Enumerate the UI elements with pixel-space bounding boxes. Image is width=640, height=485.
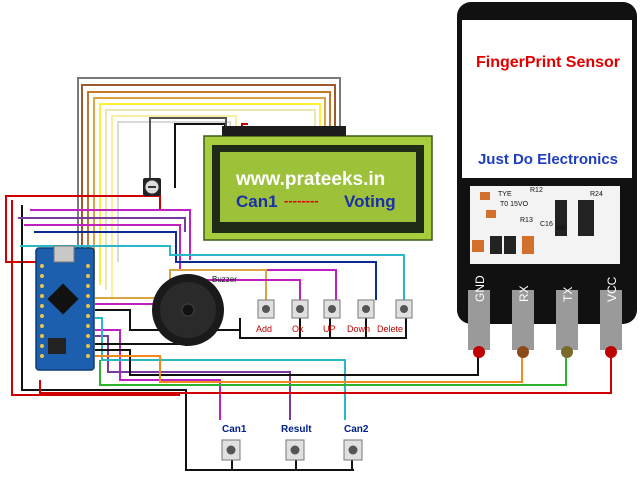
lcd-line-2-right: Voting <box>344 192 396 211</box>
wire-cyan-top <box>20 245 405 300</box>
wire-lcd-3 <box>87 91 331 275</box>
chip-label-r24: R24 <box>590 191 603 198</box>
chip-label-c16: C16 <box>540 221 553 228</box>
wire-purple-1 <box>18 217 186 232</box>
pin-dot-vcc <box>605 346 617 358</box>
button-add[interactable]: Add <box>256 299 275 334</box>
wire-rx <box>95 352 523 383</box>
wire-lcd-7 <box>111 115 237 300</box>
lcd-line-2-left: Can1 <box>236 192 278 211</box>
wire-red-top <box>5 195 161 263</box>
chip-label-t0-15vo: T0 15VO <box>500 201 529 208</box>
wire-result <box>95 335 291 420</box>
button-ok[interactable]: Ok <box>291 299 309 334</box>
button-down[interactable]: Down <box>347 299 375 334</box>
wire-lcd-2 <box>81 84 336 270</box>
wire-red-left <box>11 200 180 396</box>
lcd-line-2-dashes: -------- <box>284 193 319 208</box>
button-delete-label: Delete <box>377 324 403 334</box>
vote-buttons: Can1 Result Can2 <box>221 424 369 461</box>
sensor-title: FingerPrint Sensor <box>476 54 620 71</box>
button-ok-label: Ok <box>292 324 304 334</box>
pin-label-rx: RX <box>517 285 531 302</box>
chip-label-r12: R12 <box>530 187 543 194</box>
lcd-display: www.prateeks.in Can1 -------- Voting <box>203 126 433 241</box>
wire-lcd-4 <box>93 97 326 280</box>
potentiometer <box>143 178 161 196</box>
button-can2[interactable]: Can2 <box>343 424 369 461</box>
chip-label-r13: R13 <box>520 217 533 224</box>
button-up[interactable]: UP <box>323 299 341 334</box>
button-up-label: UP <box>323 324 336 334</box>
wire-gnd <box>95 349 479 376</box>
pin-dot-tx <box>561 346 573 358</box>
buzzer-label: Buzzer <box>212 275 237 284</box>
sensor-brand: Just Do Electronics <box>478 151 618 168</box>
button-down-label: Down <box>347 324 370 334</box>
wire-mid-black <box>95 309 241 338</box>
wire-magenta-1 <box>30 209 191 260</box>
wire-buttons-bottom <box>239 318 407 339</box>
buzzer: Buzzer <box>152 274 237 346</box>
wire-vcc <box>39 352 612 394</box>
wire-lcd-6 <box>105 109 316 290</box>
menu-buttons: Add Ok UP Down Delete <box>256 299 413 334</box>
button-add-label: Add <box>256 324 272 334</box>
wire-can2 <box>95 317 346 420</box>
sensor-pins <box>468 290 622 350</box>
button-delete[interactable]: Delete <box>377 299 413 334</box>
chip-label-i86: I86 <box>556 225 566 232</box>
wire-lcd-1 <box>77 77 341 265</box>
pin-label-vcc: VCC <box>605 276 619 302</box>
arduino-nano <box>35 245 95 371</box>
wire-tx <box>99 352 567 386</box>
pin-label-tx: TX <box>561 287 575 302</box>
wires <box>5 77 612 471</box>
wire-lcd-5 <box>99 103 321 285</box>
button-result-label: Result <box>281 424 312 435</box>
button-can2-label: Can2 <box>344 424 369 435</box>
button-can1-label: Can1 <box>222 424 247 435</box>
fingerprint-sensor: FingerPrint Sensor Just Do Electronics T… <box>457 2 637 358</box>
lcd-line-1: www.prateeks.in <box>235 169 385 190</box>
pin-dot-rx <box>517 346 529 358</box>
button-can1[interactable]: Can1 <box>221 424 247 461</box>
chip-label-tye: TYE <box>498 191 512 198</box>
lcd-header-pins <box>222 126 346 136</box>
button-result[interactable]: Result <box>281 424 312 461</box>
wire-pot <box>149 117 227 178</box>
pin-label-gnd: GND <box>473 275 487 302</box>
wire-blue-1 <box>34 231 377 300</box>
pin-dot-gnd <box>473 346 485 358</box>
sensor-components <box>472 192 594 254</box>
